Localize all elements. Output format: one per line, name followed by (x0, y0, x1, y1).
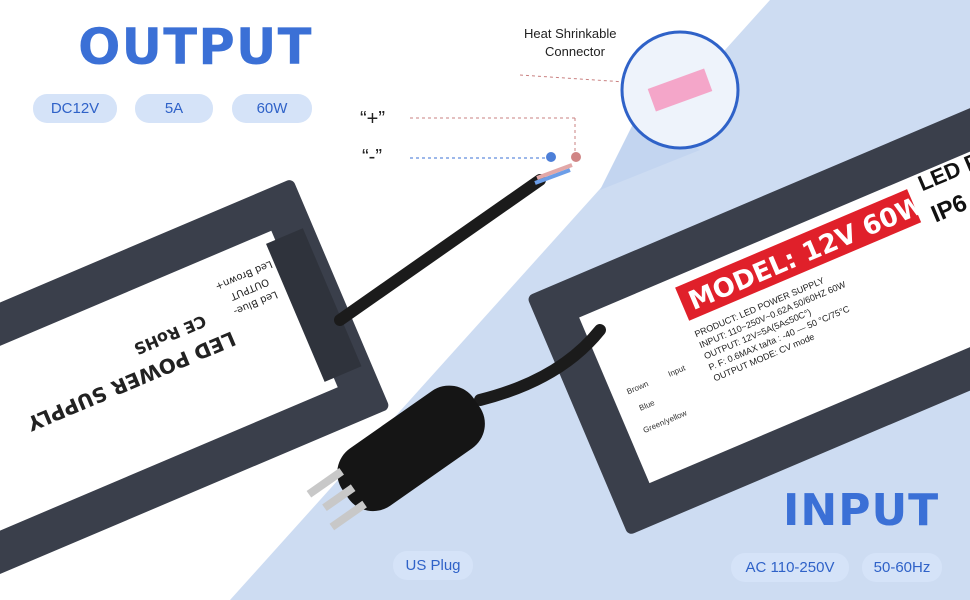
connector-label-1: Heat Shrinkable (524, 26, 617, 41)
output-cable (334, 174, 546, 326)
us-plug (306, 385, 485, 531)
positive-dot (571, 152, 581, 162)
spec-pill-ac: AC 110-250V (731, 553, 849, 582)
input-title: INPUT (783, 485, 940, 536)
spec-pill-power: 60W (232, 94, 312, 123)
spec-pill-voltage: DC12V (33, 94, 117, 123)
negative-label: “-” (362, 146, 382, 168)
connector-label-2: Connector (545, 44, 605, 59)
output-title: OUTPUT (78, 18, 313, 76)
magnifier-beam (600, 110, 700, 190)
right-power-supply: MODEL: 12V 60W PRODUCT: LED POWER SUPPLY… (528, 102, 970, 534)
spec-pill-current: 5A (135, 94, 213, 123)
negative-dot (546, 152, 556, 162)
input-cable (474, 324, 606, 406)
positive-label: “+” (360, 108, 385, 130)
us-plug-pill: US Plug (393, 551, 473, 580)
left-power-supply (0, 180, 389, 600)
spec-pill-frequency: 50-60Hz (862, 553, 942, 582)
